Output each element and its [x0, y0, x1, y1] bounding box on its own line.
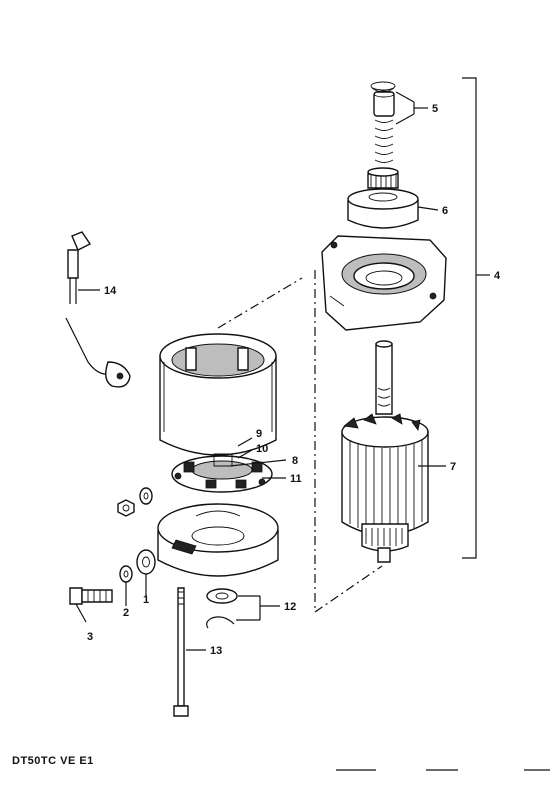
yoke-field-frame: [159, 333, 277, 456]
part-13-through-bolt: [173, 587, 189, 717]
callout-2: 2: [123, 607, 129, 619]
callout-7: 7: [450, 461, 456, 473]
callout-14: 14: [104, 285, 117, 297]
callout-1: 1: [143, 594, 149, 606]
callout-6: 6: [442, 205, 448, 217]
callout-9: 9: [256, 428, 262, 440]
callout-3: 3: [87, 631, 93, 643]
callout-11: 11: [290, 473, 302, 485]
callout-10: 10: [256, 443, 268, 455]
part-4-front-bracket: [321, 235, 447, 331]
guide-lines: [217, 270, 383, 613]
brush-holder-assembly: [171, 453, 273, 493]
callout-13: 13: [210, 645, 222, 657]
leader-lines: [75, 91, 446, 651]
rear-end-cover: [157, 503, 279, 577]
callout-labels: 1 2 3 4 5 6 7 8 9 10 11 12 13 14: [87, 103, 501, 657]
callout-4: 4: [494, 270, 501, 282]
part-6-pinion-gear: [347, 167, 419, 229]
part-5-spring-retainer: [370, 81, 396, 163]
callout-12: 12: [284, 601, 296, 613]
callout-8: 8: [292, 455, 298, 467]
diagram-caption: DT50TC VE E1: [12, 755, 94, 767]
part-12-washer-clip: [206, 588, 238, 629]
assembly-bracket-4: [462, 77, 490, 559]
part-14-lead-wire: [65, 231, 131, 388]
part-7-armature: [341, 340, 429, 563]
callout-5: 5: [432, 103, 438, 115]
parts-1-2-3-fasteners: [69, 487, 156, 605]
